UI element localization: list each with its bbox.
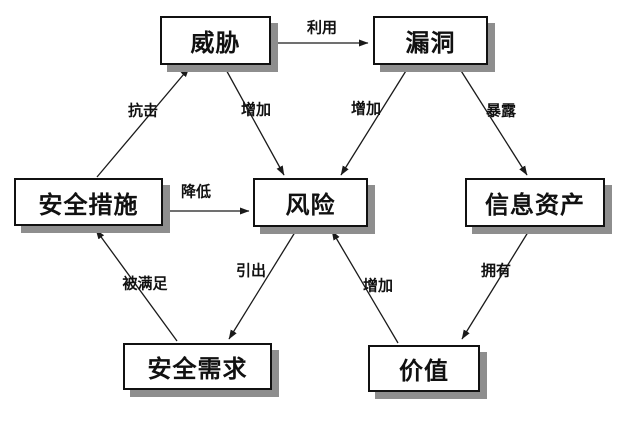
- node-risk: 风险: [253, 178, 368, 227]
- node-vulnerability: 漏洞: [373, 16, 488, 65]
- edge-increase-by-threat-arrow: [223, 65, 285, 176]
- edge-label-satisfied-by: 被满足: [122, 274, 168, 293]
- edge-resist-arrow: [96, 67, 190, 178]
- node-security-requirements: 安全需求: [123, 343, 272, 390]
- edge-satisfied-by-arrow: [95, 229, 178, 342]
- node-information-assets: 信息资产: [465, 178, 605, 227]
- node-security-measures: 安全措施: [14, 178, 163, 226]
- node-threat: 威胁: [160, 16, 271, 65]
- edge-label-lead-to: 引出: [235, 261, 267, 280]
- edge-increase-by-value-arrow: [331, 230, 399, 344]
- edge-lead-to-arrow: [228, 228, 298, 340]
- edge-label-increase-by-vuln: 增加: [350, 99, 382, 118]
- edge-own-arrow: [461, 228, 531, 340]
- edge-label-reduce: 降低: [180, 182, 212, 201]
- edge-label-expose: 暴露: [485, 101, 517, 120]
- node-value: 价值: [368, 345, 480, 392]
- edge-label-exploit: 利用: [306, 18, 338, 37]
- edge-increase-by-vuln-arrow: [340, 65, 410, 176]
- edge-label-increase-by-threat: 增加: [240, 100, 272, 119]
- edge-expose-arrow: [457, 65, 528, 176]
- edge-label-own: 拥有: [480, 261, 512, 280]
- edge-label-increase-by-value: 增加: [362, 276, 394, 295]
- edge-label-resist: 抗击: [127, 101, 159, 120]
